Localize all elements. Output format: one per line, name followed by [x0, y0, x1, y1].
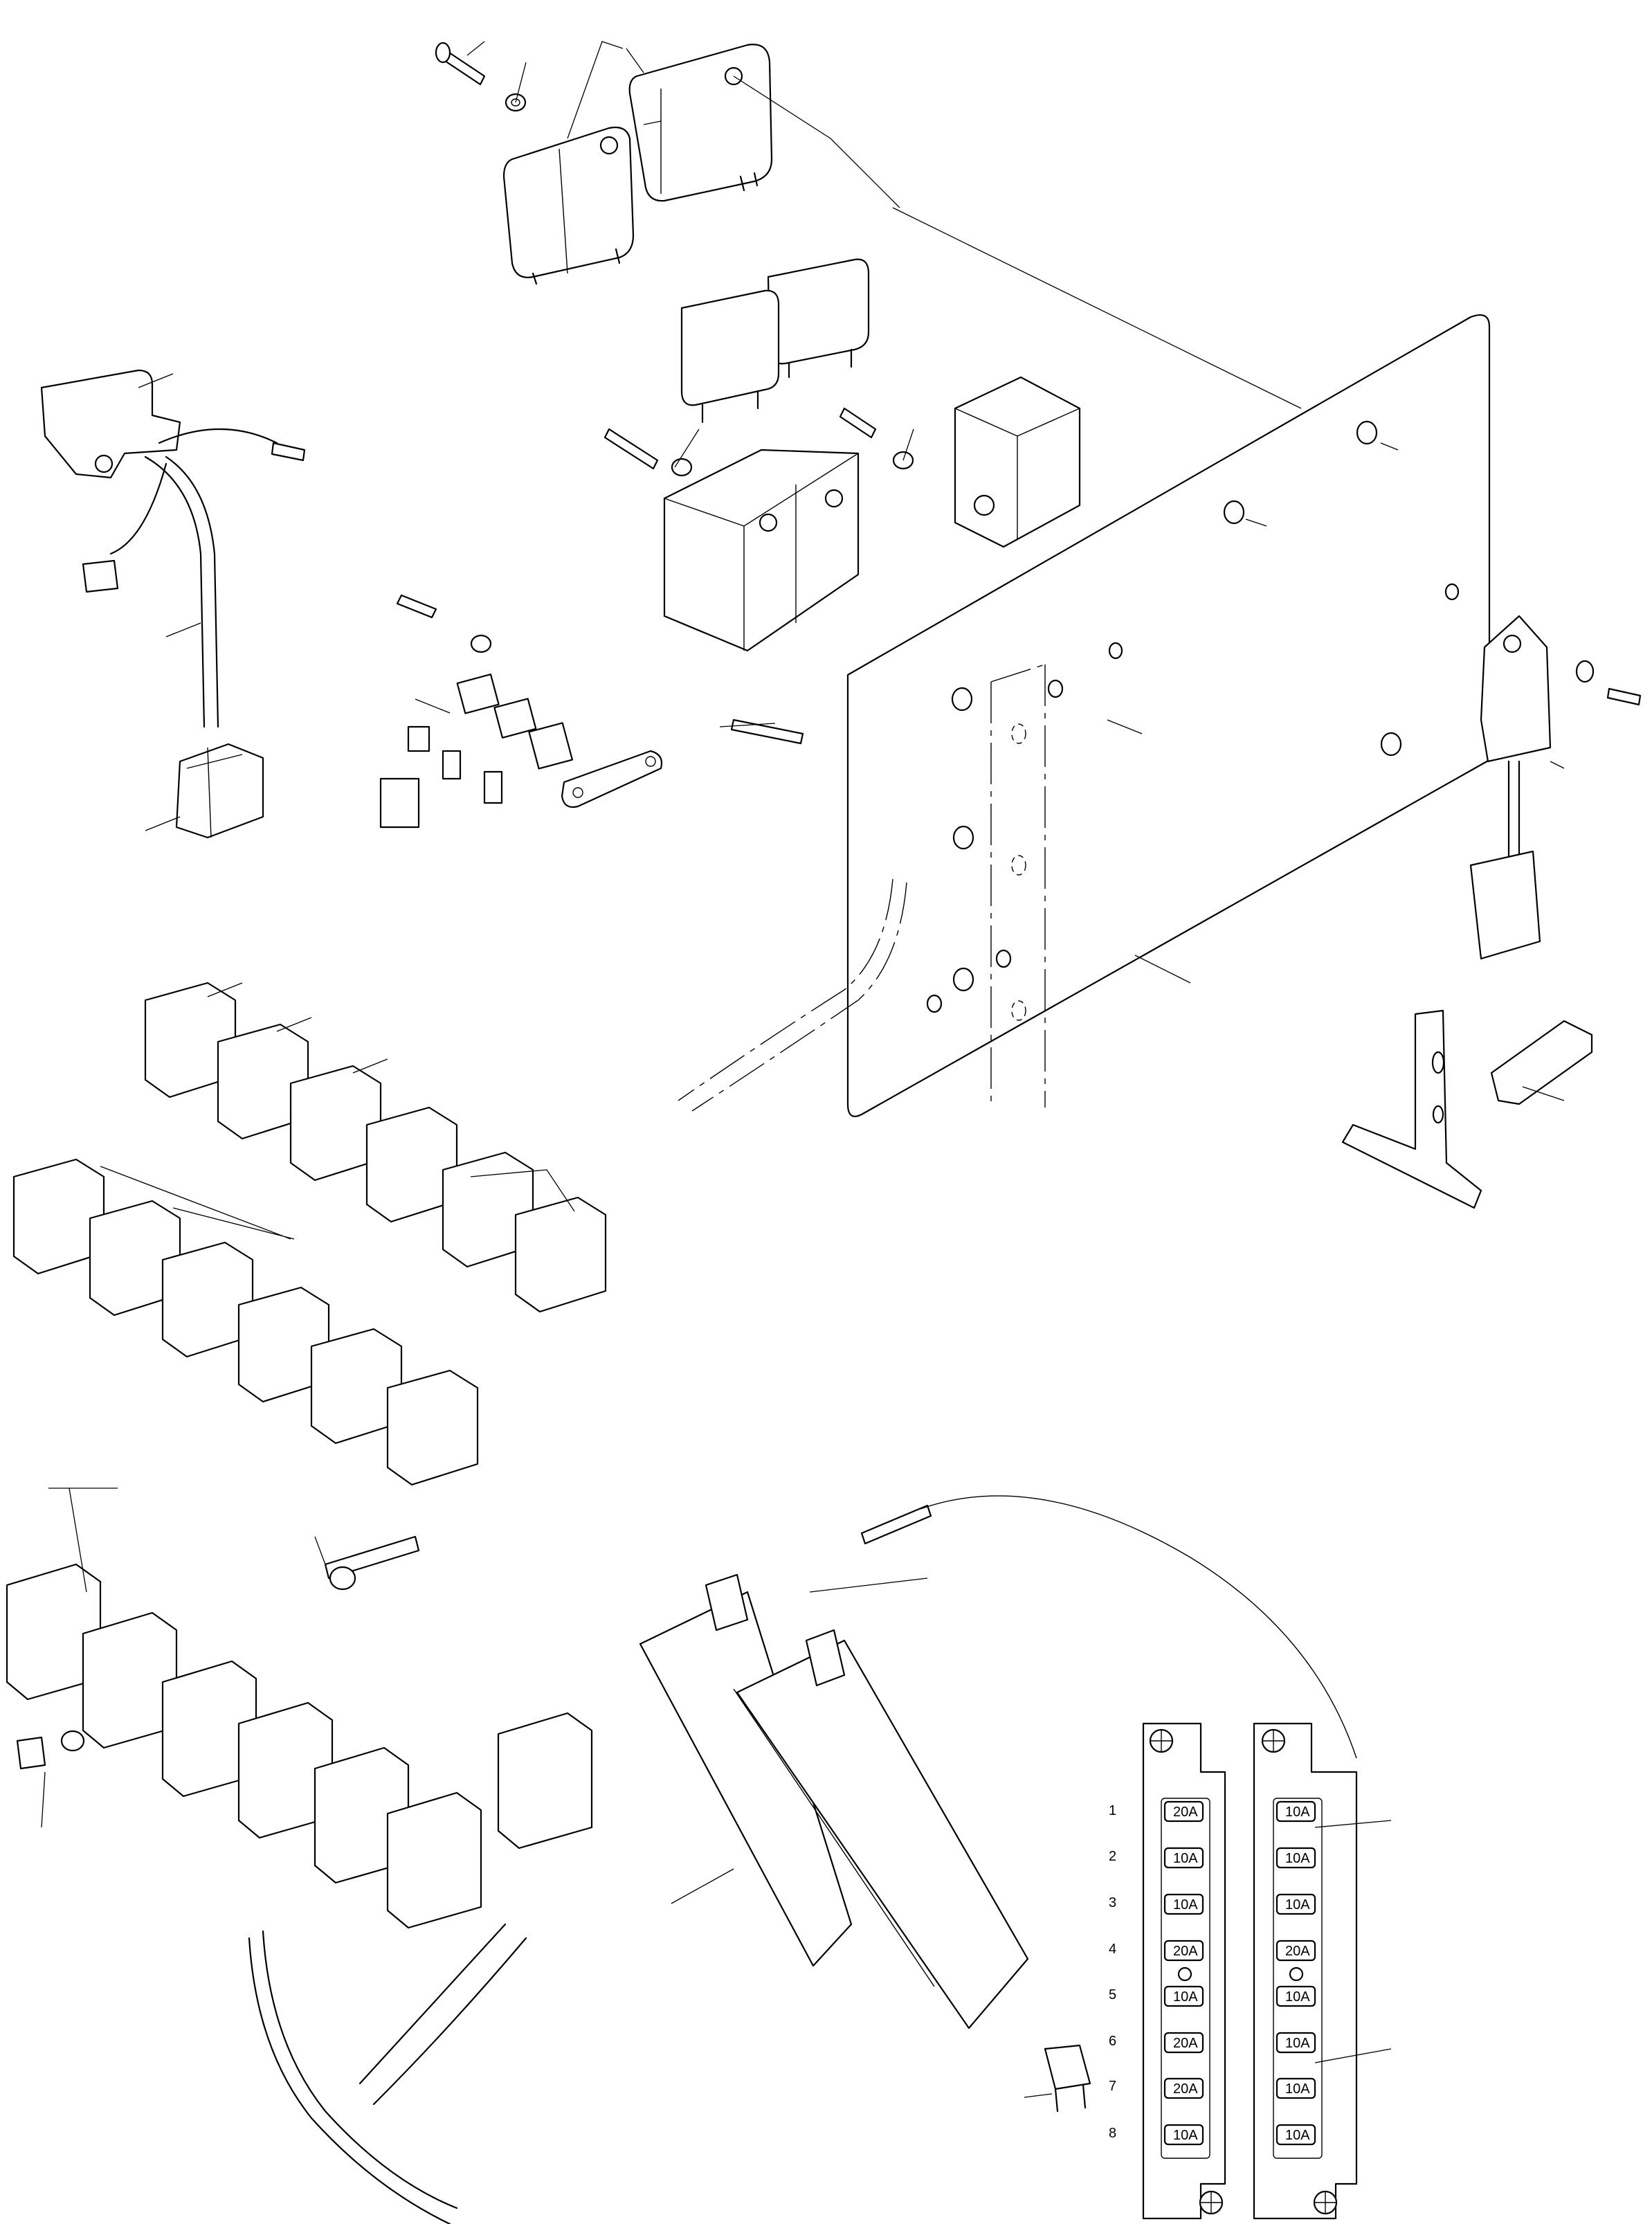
fuse-rating: 20A [1173, 1944, 1198, 1959]
fuse-rating: 20A [1285, 1944, 1310, 1959]
fuses-right-column: 10A 10A 10A 20A 10A 10A 10A 10A [1277, 1802, 1315, 2144]
fuse-rating: 10A [1285, 1805, 1310, 1820]
relay-row-lower [14, 1159, 478, 1485]
fuse-rating: 10A [1173, 1989, 1198, 2005]
relay-bases-with-harness [7, 1537, 592, 2224]
sensor-with-lead [1471, 616, 1640, 959]
mounting-plate [848, 315, 1489, 1116]
fuse-rating: 10A [1173, 2128, 1198, 2143]
fuse-rating: 10A [1285, 2128, 1310, 2143]
fuse-rating: 10A [1173, 1897, 1198, 1913]
fuse-row-number: 3 [1109, 1895, 1116, 1910]
fuse-rating: 20A [1173, 2036, 1198, 2051]
bracket-and-switch [1343, 1011, 1592, 1208]
dashed-mounting-rail [678, 665, 1045, 1111]
fuse-row-number: 5 [1109, 1987, 1116, 2002]
small-components-group [381, 595, 803, 827]
callout-leader-lines [42, 42, 1564, 2097]
control-unit-pair [640, 1496, 1356, 2028]
fuse-row-number: 6 [1109, 2034, 1116, 2049]
fuse-row-number: 1 [1109, 1803, 1116, 1818]
relay-with-bracket [840, 377, 1080, 547]
fuse-rating: 20A [1173, 2081, 1198, 2097]
fuse-rating: 10A [1285, 2036, 1310, 2051]
fuse-row-number: 7 [1109, 2079, 1116, 2094]
fuse-rating: 10A [1285, 1989, 1310, 2005]
fuses-left-column: 20A 10A 10A 20A 10A 20A 20A 10A [1165, 1802, 1203, 2144]
fuse-rating: 10A [1285, 2081, 1310, 2097]
fuse-row-number: 8 [1109, 2126, 1116, 2141]
relay-row-upper [145, 983, 606, 1312]
mounting-screw-icon [1314, 2191, 1336, 2214]
fuse-row-number: 2 [1109, 1849, 1116, 1864]
fuse-row-numbers: 1 2 3 4 5 6 7 8 [1109, 1803, 1116, 2141]
relay-pair-middle [682, 260, 869, 422]
fuse-rating: 20A [1173, 1805, 1198, 1820]
loose-blade-fuse [1045, 2045, 1090, 2111]
mounting-screw-icon [1200, 2191, 1222, 2214]
fuse-rating: 10A [1173, 1851, 1198, 1866]
fuse-row-number: 4 [1109, 1942, 1116, 1957]
fuse-rating: 10A [1285, 1897, 1310, 1913]
fuse-rating: 10A [1285, 1851, 1310, 1866]
mounting-screw-icon [1150, 1730, 1172, 1752]
power-relay-pair-top [436, 43, 772, 284]
mounting-screw-icon [1262, 1730, 1285, 1752]
dual-relay-block [605, 429, 858, 651]
wiring-harness-connector [42, 370, 305, 838]
